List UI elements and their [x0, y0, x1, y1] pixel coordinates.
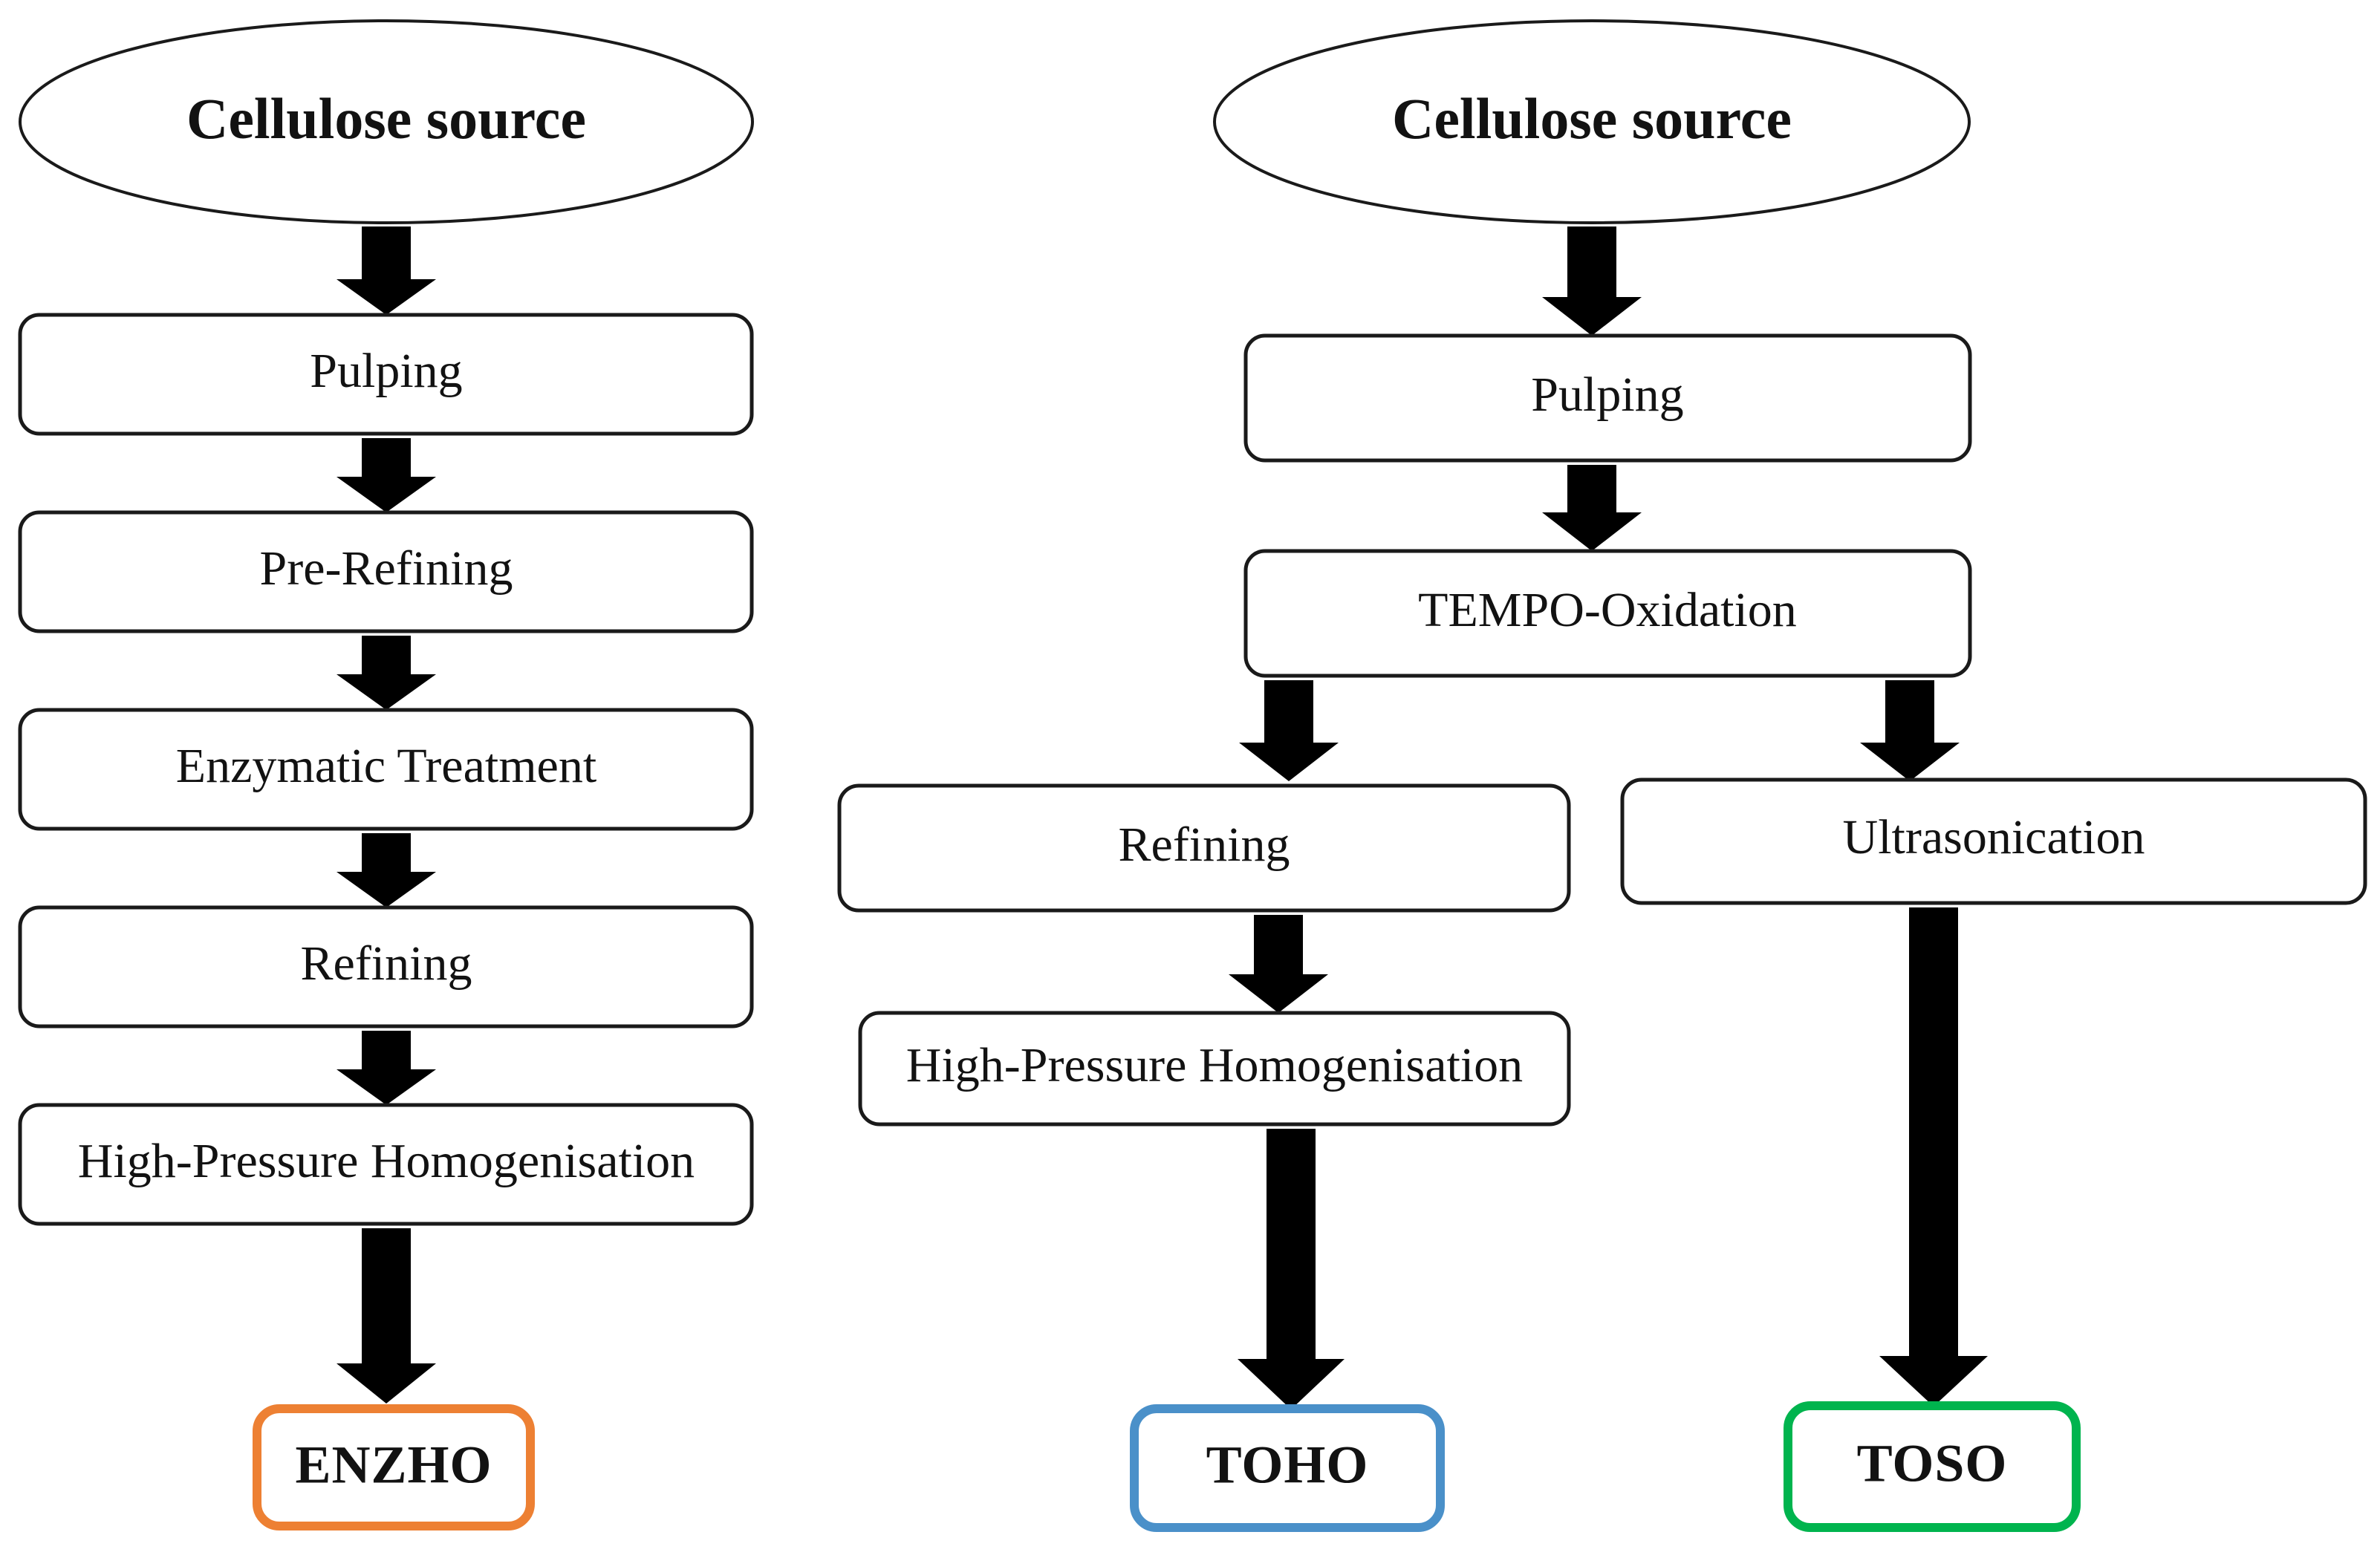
- node-label: Ultrasonication: [1843, 810, 2145, 864]
- node-right-cellulose-source[interactable]: Cellulose source: [1213, 19, 1971, 224]
- process-box: [1243, 549, 1972, 678]
- node-left-pulping[interactable]: Pulping: [18, 313, 754, 436]
- node-tempo-oxidation[interactable]: TEMPO-Oxidation: [1243, 549, 1972, 678]
- node-label: High-Pressure Homogenisation: [906, 1038, 1523, 1092]
- process-box: [18, 1103, 754, 1226]
- node-left-refining[interactable]: Refining: [18, 905, 754, 1028]
- node-label: Enzymatic Treatment: [176, 739, 596, 793]
- arrow-down-icon: [1542, 226, 1642, 336]
- node-label: Cellulose source: [186, 86, 586, 151]
- result-box: [1784, 1401, 2081, 1532]
- process-box: [858, 1011, 1571, 1127]
- arrow-down-icon: [336, 226, 436, 315]
- arrow-down-icon: [336, 833, 436, 907]
- arrow-down-icon: [336, 1228, 436, 1404]
- node-label: Pulping: [310, 344, 462, 398]
- node-left-high-pressure-homogenisation[interactable]: High-Pressure Homogenisation: [18, 1103, 754, 1226]
- node-right-pulping[interactable]: Pulping: [1243, 333, 1972, 463]
- process-box: [18, 313, 754, 436]
- node-label: Refining: [301, 936, 472, 991]
- arrow-down-icon: [1860, 680, 1960, 781]
- result-label: ENZHO: [295, 1435, 492, 1495]
- arrow-down-icon: [1229, 915, 1328, 1013]
- process-box: [1620, 778, 2367, 905]
- node-result-toho[interactable]: TOHO: [1130, 1404, 1445, 1532]
- arrow-down-icon: [336, 438, 436, 512]
- process-box: [18, 510, 754, 633]
- process-box: [1243, 333, 1972, 463]
- node-result-toso[interactable]: TOSO: [1784, 1401, 2081, 1532]
- result-box: [1130, 1404, 1445, 1532]
- process-box: [18, 708, 754, 831]
- process-box: [837, 783, 1571, 913]
- node-label: Refining: [1119, 818, 1290, 872]
- result-label: TOSO: [1857, 1434, 2008, 1493]
- node-label: Cellulose source: [1392, 86, 1792, 151]
- node-mid-refining[interactable]: Refining: [837, 783, 1571, 913]
- arrow-down-icon: [336, 636, 436, 710]
- node-label: Pulping: [1531, 368, 1683, 422]
- node-result-enzho[interactable]: ENZHO: [253, 1404, 535, 1530]
- cellulose-source-ellipse-left: [19, 19, 754, 224]
- result-box: [253, 1404, 535, 1530]
- arrow-down-icon: [1239, 680, 1339, 781]
- node-left-enzymatic-treatment[interactable]: Enzymatic Treatment: [18, 708, 754, 831]
- node-label: Pre-Refining: [260, 541, 513, 596]
- result-label: TOHO: [1206, 1435, 1369, 1495]
- arrow-down-icon: [1542, 465, 1642, 551]
- node-left-pre-refining[interactable]: Pre-Refining: [18, 510, 754, 633]
- arrow-down-icon: [336, 1031, 436, 1105]
- process-box: [18, 905, 754, 1028]
- node-left-cellulose-source[interactable]: Cellulose source: [19, 19, 754, 224]
- node-label: High-Pressure Homogenisation: [78, 1134, 695, 1188]
- arrow-down-long-icon: [1238, 1129, 1345, 1409]
- node-label: TEMPO-Oxidation: [1418, 583, 1797, 637]
- cellulose-source-ellipse-right: [1213, 19, 1971, 224]
- node-mid-high-pressure-homogenisation[interactable]: High-Pressure Homogenisation: [858, 1011, 1571, 1127]
- node-ultrasonication[interactable]: Ultrasonication: [1620, 778, 2367, 905]
- arrow-down-long-icon: [1879, 907, 1988, 1406]
